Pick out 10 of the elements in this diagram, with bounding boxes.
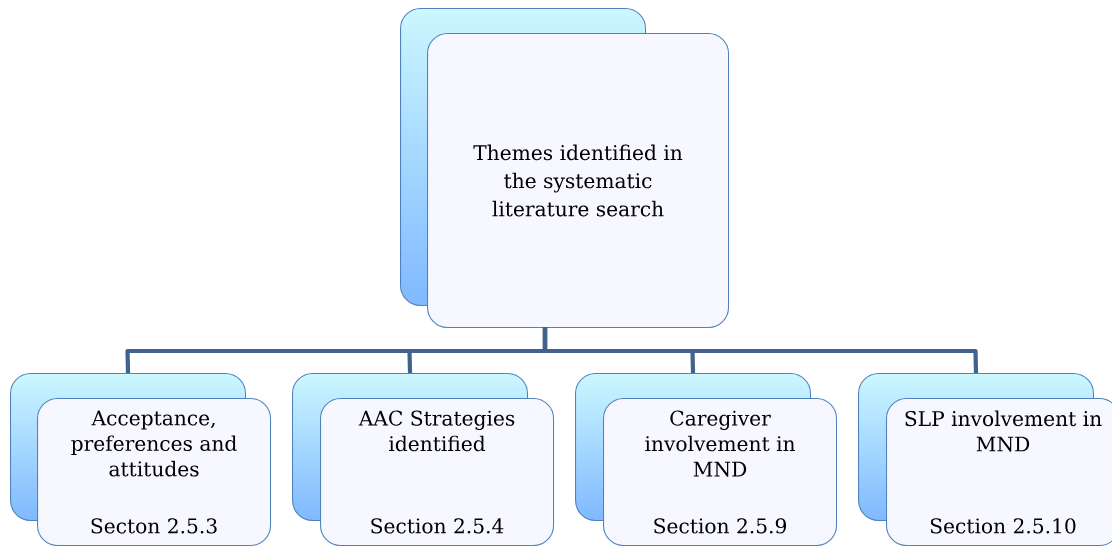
text-card: AAC Strategies identified Section 2.5.4 xyxy=(320,398,555,547)
text-card: SLP involvement in MND Section 2.5.10 xyxy=(886,398,1112,547)
node-label: AAC Strategies identified xyxy=(358,410,515,452)
connector-line xyxy=(542,327,979,374)
node-label: SLP involvement in MND xyxy=(905,410,1102,452)
node-label: Section 2.5.10 xyxy=(930,518,1076,534)
text-card: Caregiver involvement in MND Section 2.5.9 xyxy=(603,398,838,547)
text-card: Themes identified in the systematic literature search xyxy=(427,33,730,329)
text-card: Acceptance, preferences and attitudes Secton 2.5.3 xyxy=(37,398,272,547)
node-label: Section 2.5.4 xyxy=(371,518,504,534)
